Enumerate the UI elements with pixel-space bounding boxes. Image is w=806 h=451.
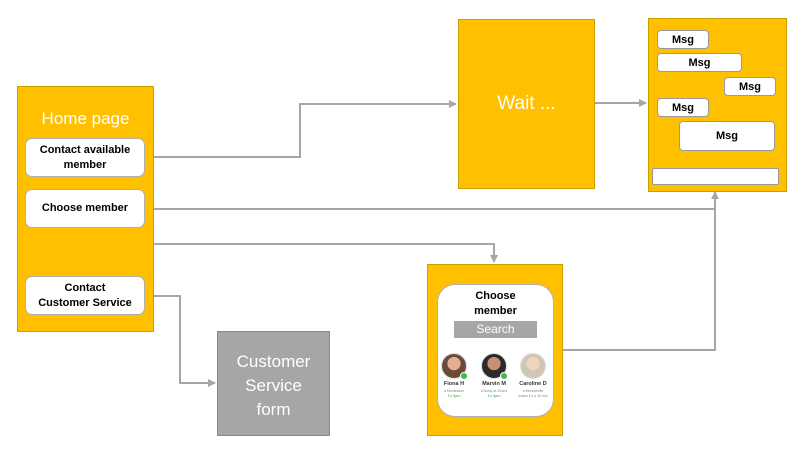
chat-message: Msg (657, 30, 709, 49)
online-status-icon (460, 372, 468, 380)
chat-message: Msg (679, 121, 775, 151)
customer-service-form-label: Customer Service form (236, 352, 311, 419)
member-item[interactable]: Marvin M à Noisy-le-Grand En ligne (472, 352, 516, 402)
member-avatar (520, 353, 546, 379)
edge-screen-to-chat (563, 209, 716, 351)
contact-customer-service-button[interactable]: Contact Customer Service (25, 276, 145, 315)
member-name: Fiona H (443, 381, 465, 387)
member-name: Caroline D (519, 381, 547, 387)
edge-cs-to-form (144, 295, 216, 387)
chat-input[interactable] (652, 168, 779, 185)
member-avatar (441, 353, 467, 379)
home-page-title: Home page (41, 109, 130, 128)
contact-available-member-button[interactable]: Contact available member (25, 138, 145, 177)
edge-choose-to-chat (144, 191, 719, 210)
wait-label: Wait ... (497, 93, 556, 114)
member-location: à Noisy-le-Grand (480, 389, 508, 393)
search-button[interactable]: Search (454, 321, 537, 338)
member-name: Marvin M (482, 381, 506, 387)
chat-message: Msg (724, 77, 776, 96)
member-item[interactable]: Fiona H à Montesson En ligne (432, 352, 476, 402)
member-status: En ligne (487, 394, 501, 398)
chat-message: Msg (657, 98, 709, 117)
member-status: Active il y a 15 min (518, 394, 548, 398)
choose-member-button[interactable]: Choose member (25, 189, 145, 228)
online-status-icon (500, 372, 508, 380)
member-status: En ligne (447, 394, 461, 398)
chat-message: Msg (657, 53, 742, 72)
edge-contact-to-wait (144, 100, 457, 158)
wait-screen: Wait ... (458, 19, 595, 189)
choose-member-title: Choose member (474, 290, 517, 317)
member-location: à Montesson (443, 389, 465, 393)
customer-service-form: Customer Service form (217, 331, 330, 436)
member-location: à Montdeville (522, 389, 544, 393)
member-item[interactable]: Caroline D à Montdeville Active il y a 1… (511, 352, 555, 402)
choose-member-card (437, 284, 554, 417)
